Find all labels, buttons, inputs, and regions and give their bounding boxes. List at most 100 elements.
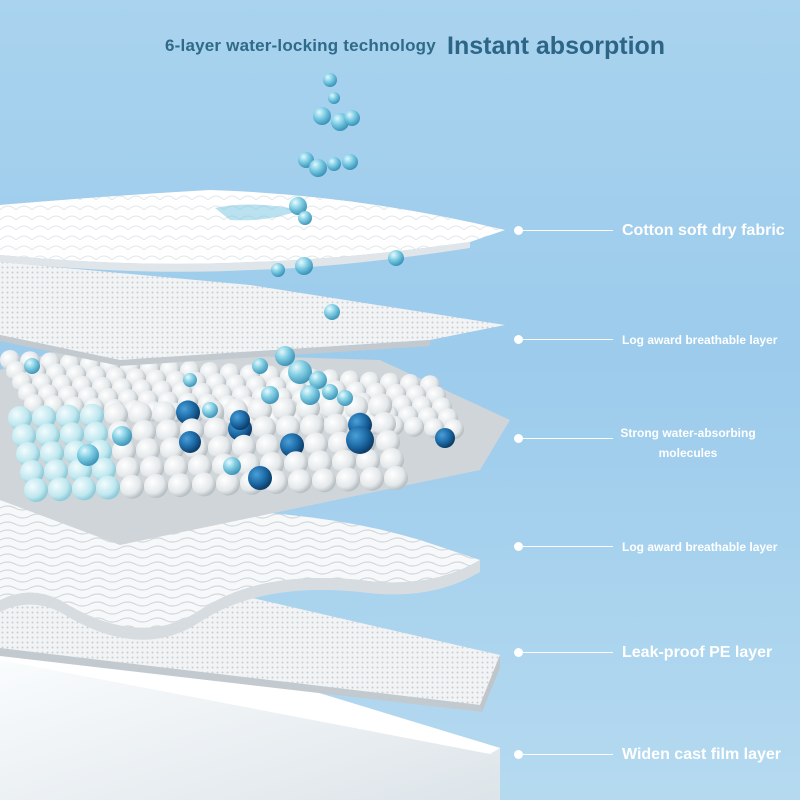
bead [216,471,240,496]
bead [208,435,232,460]
water-drop [309,159,327,177]
bead [188,454,212,479]
bead [284,451,308,476]
water-drop [183,373,197,387]
water-drop [271,263,285,277]
cast-film-layer [0,648,500,800]
absorbent-bead [179,431,201,453]
callout-line [523,546,613,547]
callout-dot [514,750,523,759]
bead [92,457,116,482]
water-drop [300,385,320,405]
bead [16,442,40,466]
water-drop [112,426,132,446]
bead [304,432,328,457]
bead [152,401,176,426]
absorbent-bead [435,428,455,448]
bead [192,472,216,497]
bead [20,460,44,484]
bead [164,455,188,480]
water-drops [24,73,404,475]
bead [372,412,396,436]
bead [308,450,332,475]
bead [136,438,160,462]
label-absorbing-molecules: Strong water-absorbing molecules [620,426,756,460]
cotton-top-layer [0,190,505,272]
callout-dot [514,542,523,551]
water-drop [24,358,40,374]
water-drop [322,384,338,400]
water-drop [309,371,327,389]
callout-line [523,754,613,755]
bead [84,421,108,446]
label-cast-film: Widen cast film layer [622,746,782,763]
water-drop [327,157,341,171]
water-drop [202,402,218,418]
water-drop [275,346,295,366]
water-drop [337,390,353,406]
bead [96,475,120,500]
bead [368,394,392,418]
absorbent-bead [346,426,374,454]
water-drop [313,107,331,125]
bead [232,434,256,459]
water-drop [261,386,279,404]
absorbent-bead [230,410,250,430]
bead [332,449,356,474]
callout-line [523,230,613,231]
callout-dot [514,226,523,235]
bead [160,437,184,462]
bead [328,431,352,456]
callout-dot [514,648,523,657]
technology-title: 6-layer water-locking technology [165,36,436,55]
bead [104,402,128,427]
bead [116,456,140,481]
bead [204,417,228,442]
callout-breathable-1: Log award breathable layer [514,330,800,350]
callout-absorbing: Strong water-absorbing molecules [514,426,800,460]
bead [276,415,300,440]
label-pe-layer: Leak-proof PE layer [622,644,773,661]
callout-dot [514,434,523,443]
bead [300,414,324,439]
bead [12,424,36,448]
mesh-breathable-layer [0,262,505,366]
water-drop [324,304,340,320]
bead [288,469,312,494]
water-drop [323,73,337,87]
water-drop [388,250,404,266]
bead [256,434,280,458]
bead [132,420,156,444]
water-drop [344,110,360,126]
bead [252,416,276,440]
bead [32,405,56,430]
callout-breathable-2: Log award breathable layer [514,537,800,557]
label-breathable-layer: Log award breathable layer [622,333,778,347]
absorbent-bead [280,433,304,458]
callout-line [523,339,613,340]
bead [324,413,348,438]
bead [376,430,400,454]
bead [24,478,48,502]
water-drop [77,444,99,466]
bead [48,477,72,502]
bead [356,448,380,473]
bead [360,466,384,491]
bead [44,459,68,484]
bead [36,423,60,448]
bead [272,397,296,422]
water-drop [289,197,307,215]
bead [312,468,336,493]
bead [40,441,64,466]
water-drop [298,211,312,225]
callout-line [523,652,613,653]
water-drop [328,92,340,104]
water-drop [295,257,313,275]
bead [384,466,408,490]
water-drop [342,154,358,170]
bead [56,404,80,429]
bead [60,422,84,447]
bead [140,456,164,480]
bead [144,474,168,498]
